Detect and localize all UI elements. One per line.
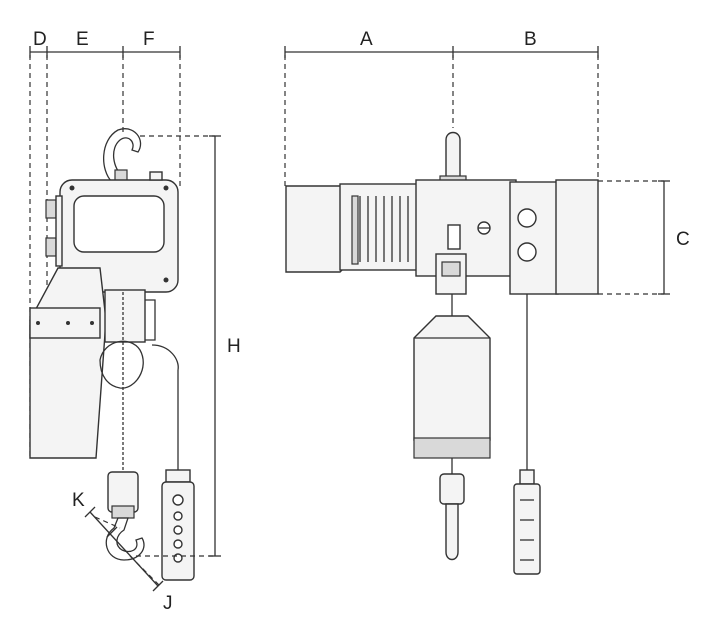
- label-D: D: [33, 29, 47, 50]
- chain-guide-front: [435, 253, 467, 295]
- front-pendant-control: [513, 483, 541, 575]
- side-housing-window: [73, 195, 165, 253]
- chain-bag-band: [29, 307, 101, 339]
- chain-sprocket: [447, 224, 461, 250]
- label-J: J: [163, 593, 173, 614]
- dimension-line-JK: [89, 511, 159, 587]
- control-knob-upper: [517, 208, 537, 228]
- label-E: E: [76, 29, 89, 50]
- guide-loop: [99, 340, 144, 389]
- label-A: A: [360, 29, 373, 50]
- label-F: F: [143, 29, 155, 50]
- control-knob-lower: [517, 242, 537, 262]
- front-bottom-block: [439, 473, 465, 505]
- chain-guide: [104, 289, 146, 343]
- chain-bag: [29, 267, 107, 459]
- motor-fins: [359, 196, 409, 262]
- control-cover: [555, 179, 599, 295]
- label-C: C: [676, 229, 690, 250]
- front-top-hook: [445, 131, 461, 179]
- label-H: H: [227, 336, 241, 357]
- pendant-top: [165, 469, 191, 483]
- control-box: [509, 181, 559, 295]
- front-view: A B: [284, 29, 690, 575]
- top-hook: [102, 128, 142, 185]
- side-view: D E F: [29, 29, 241, 614]
- label-B: B: [524, 29, 537, 50]
- side-knob-upper: [45, 199, 57, 219]
- front-bottom-hook: [445, 503, 459, 561]
- label-K: K: [72, 490, 85, 511]
- front-chain-bag: [413, 315, 491, 441]
- side-knob-lower: [45, 237, 57, 257]
